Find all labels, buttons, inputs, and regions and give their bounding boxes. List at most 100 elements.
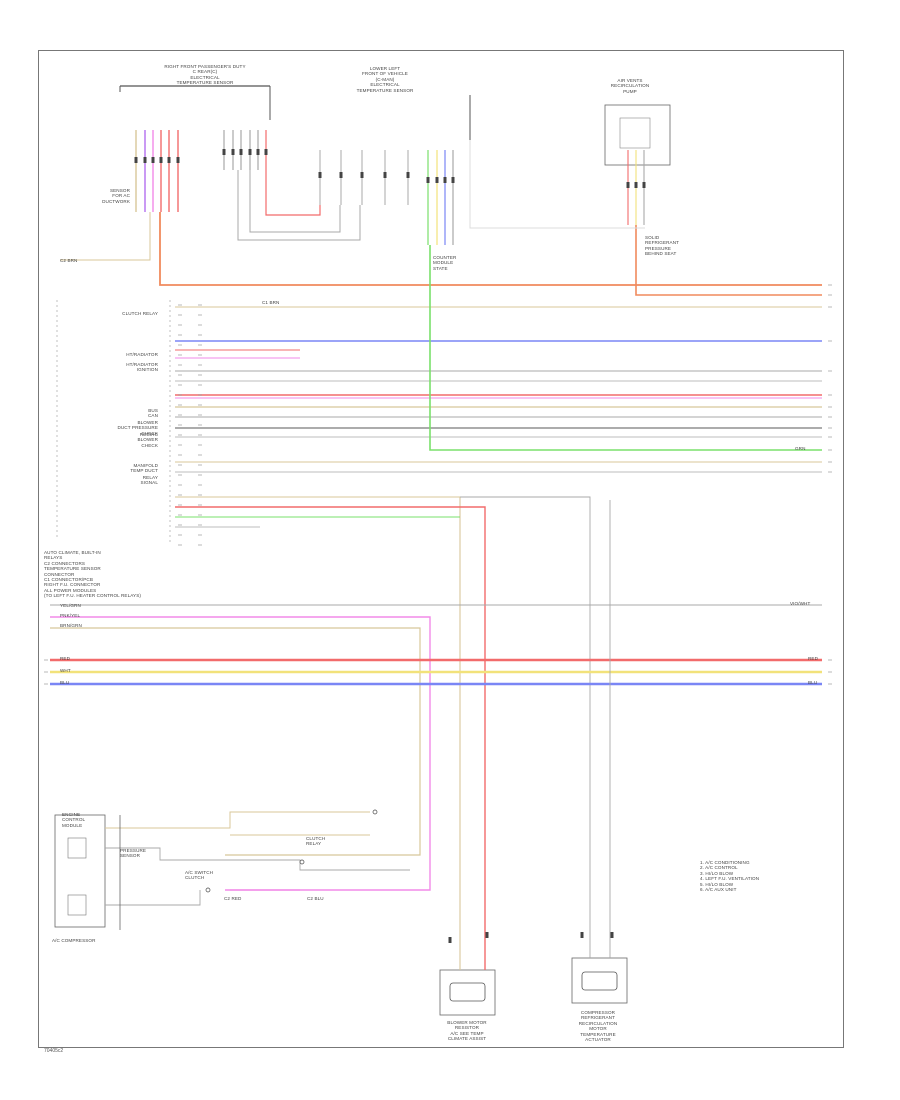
compressor-pressure-switch: [67, 894, 87, 916]
side-block-label: AUTO CLIMATE, BUILT-IN RELAYS C2 CONNECT…: [44, 550, 142, 599]
top-right-sensor-housing: [604, 104, 671, 166]
wire-ref-3: C2 RED: [224, 896, 242, 901]
top-right-sensor-title: AIR VENTS RECIRCULATION PUMP: [610, 78, 650, 94]
connector-pin: [248, 149, 252, 155]
compressor-wire: [105, 847, 230, 861]
relay-wire: [230, 859, 410, 871]
bus-label-brn: BRN/GRN: [60, 623, 82, 628]
connector-pin: [634, 182, 638, 188]
clutch-relay-label: CLUTCH RELAY: [306, 836, 326, 847]
connector-pin: [143, 157, 147, 163]
compressor-motor-box: [571, 957, 628, 1004]
connector-pin: [443, 177, 447, 183]
legend-item: 5. HI/LO BLOW: [700, 881, 734, 887]
bus-label-red-right: RED: [808, 656, 818, 661]
bus-white: [469, 140, 645, 229]
connector-pin: [264, 149, 268, 155]
left-label-clutch-relay: CLUTCH RELAY: [122, 311, 158, 316]
bus-gray-drop: [460, 496, 591, 940]
pressure-sensor-label: PRESSURE SENSOR: [120, 848, 147, 859]
bus-label-wht: WHT: [60, 668, 71, 673]
bus-label-grn-right: GRN: [795, 446, 806, 451]
connector-pin: [134, 157, 138, 163]
motor-connector: [485, 932, 489, 938]
bus-label-red: RED: [60, 656, 70, 661]
sensor-a-label: SENSOR FOR AC DUCTWORK: [102, 188, 130, 204]
bus-red-drop: [175, 506, 486, 945]
bus-label-pink: PNK/YEL: [60, 613, 81, 618]
bus-tan-drop: [175, 496, 461, 945]
connector-pin: [626, 182, 630, 188]
legend-item: 1. A/C CONDITIONING: [700, 860, 750, 865]
harness-loop: [265, 170, 321, 216]
motor-connector: [448, 937, 452, 943]
left-label-relay-signal: RELAY SIGNAL: [140, 475, 158, 486]
lower-bus-tan: [50, 627, 421, 856]
connector-pin: [256, 149, 260, 155]
connector-pin: [239, 149, 243, 155]
legend-item: 2. A/C CONTROL: [700, 865, 738, 871]
top-right-sensor-body: [619, 117, 651, 149]
left-label-blower-duct: BLOWER DUCT PRESSURE CHECK: [117, 420, 158, 436]
motor-connector: [580, 932, 584, 938]
left-label-ht-radiator: HT/RADIATOR: [126, 352, 158, 357]
blower-motor-body: [449, 982, 486, 1002]
harness-loop: [249, 170, 341, 233]
compressor-wire: [105, 811, 370, 829]
connector-pin: [406, 172, 410, 178]
bottom-right-motor-label: COMPRESSOR REFRIGERANT RECIRCULATION MOT…: [578, 1010, 618, 1043]
connector-pin: [383, 172, 387, 178]
compressor-box-label: ENGINE CONTROL MODULE: [62, 812, 86, 828]
connector-pin: [451, 177, 455, 183]
relay-contact: [299, 859, 305, 865]
bus-label-blu-right: BLU: [808, 680, 818, 685]
bus-label-violet-right: VIO/WHT: [790, 601, 811, 606]
ac-compressor-box: [54, 814, 106, 928]
ac-compressor-label: A/C COMPRESSOR: [52, 938, 96, 943]
connector-pin: [318, 172, 322, 178]
connector-pin: [151, 157, 155, 163]
wire-ref-4: C2 BLU: [307, 896, 324, 901]
connector-pin: [426, 177, 430, 183]
module-c-label: SOLID REFRIGERANT PRESSURE BEHIND SEAT: [645, 235, 680, 257]
compressor-clutch-coil: [67, 837, 87, 859]
wire-ref-2: C1 BRN: [262, 300, 280, 305]
legend-item: 6. A/C AUX UNIT: [700, 887, 737, 893]
module-b-label: COUNTER MODULE STATE: [433, 255, 457, 271]
compressor-motor-body: [581, 971, 618, 991]
bottom-left-motor-label: BLOWER MOTOR RESISTOR A/C SEE TEMP CLIMA…: [447, 1020, 487, 1042]
bus-label-yel-grn: YEL/GRN: [60, 603, 81, 608]
connector-pin: [435, 177, 439, 183]
connector-pin: [176, 157, 180, 163]
wire-ref-1: C2 BRN: [60, 258, 78, 263]
lower-bus-pink: [50, 616, 431, 891]
legend: 1. A/C CONDITIONING 2. A/C CONTROL 3. HI…: [700, 860, 759, 892]
connector-pin: [360, 172, 364, 178]
left-label-ht-radiator-ign: HT/RADIATOR IGNITION: [126, 362, 158, 373]
switch-contact: [205, 887, 211, 893]
connector-pin: [159, 157, 163, 163]
motor-connector: [610, 932, 614, 938]
connector-pin: [167, 157, 171, 163]
bus-label-blu: BLU: [60, 680, 70, 685]
page-id: 70405c2: [44, 1048, 64, 1054]
bus-green: [429, 245, 822, 451]
connector-pin: [231, 149, 235, 155]
relay-contact: [372, 809, 378, 815]
rear-controller-title: RIGHT FRONT PASSENGER'S DUTY C REAR(C) E…: [164, 64, 246, 86]
legend-item: 4. LEFT F.U. VENTILATION: [700, 876, 760, 882]
legend-item: 3. HI/LO BLOW: [700, 870, 734, 876]
ac-switch-label: A/C SWITCH CLUTCH: [185, 870, 214, 881]
lower-left-module-title: LOWER LEFT FRONT OF VEHICLE (C-MAN) ELEC…: [356, 66, 414, 93]
left-label-bus-can: BUS CAN: [148, 408, 158, 419]
bus-orange: [159, 212, 822, 286]
blower-motor-box: [439, 969, 496, 1016]
harness-loop: [237, 170, 361, 241]
diagram-frame: [38, 50, 844, 1048]
bus-tan: [60, 212, 151, 261]
compressor-wire: [105, 890, 201, 906]
connector-pin: [339, 172, 343, 178]
connector-pin: [642, 182, 646, 188]
left-label-recirc-blower: RECIRC BLOWER CHECK: [137, 432, 158, 448]
